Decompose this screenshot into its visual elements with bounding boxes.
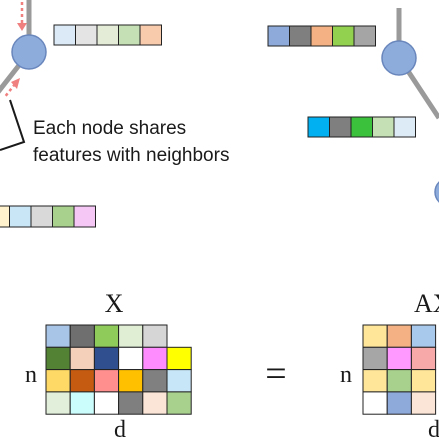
feature-cell <box>307 116 330 138</box>
arrowhead-bottom <box>11 78 20 89</box>
feature-cell <box>267 25 290 47</box>
matrix-cell <box>45 346 71 371</box>
equals-sign: = <box>265 353 286 395</box>
annotation-pointer <box>0 99 26 151</box>
feature-cell <box>332 25 355 47</box>
matrix-cell <box>142 369 168 393</box>
row-dim-label-left: n <box>25 362 37 388</box>
matrix-cell <box>410 346 437 371</box>
edges <box>0 0 439 120</box>
matrix-cell <box>142 391 168 415</box>
feature-cell <box>118 24 141 46</box>
matrix-cell <box>118 346 144 371</box>
nodes <box>11 34 439 203</box>
feature-cell <box>96 24 119 46</box>
matrix-cell <box>362 324 388 348</box>
feature-cell <box>350 116 373 138</box>
matrix-cell <box>69 391 95 415</box>
matrix-cell <box>386 369 412 393</box>
arrowhead-top <box>17 23 27 31</box>
annotation-line-2: features with neighbors <box>33 145 229 166</box>
matrix-cell <box>166 369 192 393</box>
message-arrow-bottom <box>3 83 16 99</box>
feature-cell <box>52 205 75 228</box>
matrix-cell <box>386 346 412 371</box>
matrix-cell <box>93 346 120 371</box>
row-dim-label-right: n <box>340 362 352 388</box>
node-top-left <box>11 34 47 70</box>
col-dim-label-right: d <box>428 417 439 439</box>
feature-cell <box>329 116 352 138</box>
feature-cell <box>372 116 395 138</box>
matrix-cell <box>69 346 95 371</box>
annotation-line-1: Each node shares <box>33 118 186 139</box>
matrix-cell <box>45 324 71 348</box>
matrix-cell <box>142 346 168 371</box>
edge-top-right-down <box>403 66 439 120</box>
feature-cell <box>0 205 10 228</box>
matrix-cell <box>166 346 192 371</box>
matrix-cell <box>386 391 412 415</box>
matrix-cell <box>386 324 412 348</box>
matrix-cell <box>118 324 144 348</box>
matrix-ax-label: AX <box>414 289 439 318</box>
matrix-cell <box>45 391 71 415</box>
feature-vector-middle-right <box>307 116 416 138</box>
matrix-cell <box>118 391 144 415</box>
matrix-cell <box>142 324 168 348</box>
matrix-cell <box>166 391 192 415</box>
feature-cell <box>393 116 416 138</box>
matrix-cell <box>69 369 95 393</box>
matrix-ax <box>362 324 437 415</box>
feature-cell <box>73 205 96 228</box>
matrix-cell <box>410 324 437 348</box>
feature-vector-bottom-left <box>0 205 96 228</box>
feature-cell <box>75 24 98 46</box>
edge-top-left-down <box>0 62 22 94</box>
feature-cell <box>9 205 32 228</box>
node-right-edge <box>434 181 439 203</box>
feature-cell <box>353 25 376 47</box>
message-arrows <box>3 2 27 99</box>
feature-cell <box>289 25 312 47</box>
feature-vector-top-right <box>267 25 376 47</box>
matrix-cell <box>69 324 95 348</box>
matrix-x-label: X <box>105 289 124 318</box>
matrix-cell <box>362 369 388 393</box>
col-dim-label-left: d <box>114 417 126 439</box>
feature-vector-top-left <box>53 24 162 46</box>
feature-cell <box>53 24 76 46</box>
feature-cell <box>310 25 333 47</box>
matrix-cell <box>93 369 120 393</box>
matrix-cell <box>410 391 437 415</box>
matrix-cell <box>45 369 71 393</box>
feature-cell <box>30 205 53 228</box>
matrix-x <box>45 324 192 415</box>
matrix-cell <box>118 369 144 393</box>
feature-cell <box>139 24 162 46</box>
matrix-cell <box>362 391 388 415</box>
node-top-right <box>381 40 417 76</box>
matrix-cell <box>410 369 437 393</box>
matrix-cell <box>93 324 120 348</box>
matrix-cell <box>362 346 388 371</box>
matrix-cell <box>93 391 120 415</box>
